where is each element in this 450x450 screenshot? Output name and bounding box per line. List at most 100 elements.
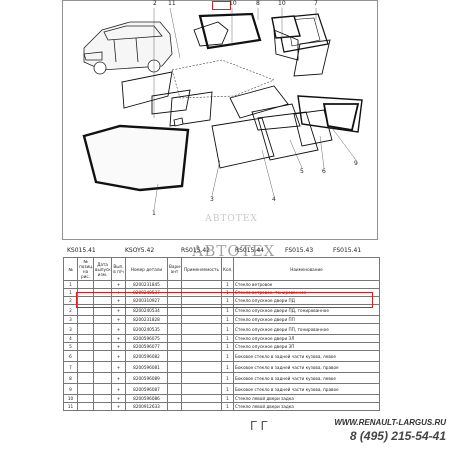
highlighted-rows bbox=[76, 292, 373, 308]
table-cell: + bbox=[111, 372, 126, 384]
part-number-cell: 8200596087 bbox=[125, 383, 168, 395]
table-cell bbox=[77, 342, 94, 351]
table-cell: 1 bbox=[221, 342, 234, 351]
model-code: RS015.42 bbox=[181, 247, 210, 254]
table-cell bbox=[181, 383, 222, 395]
table-cell bbox=[77, 315, 94, 324]
column-header: Применяемость bbox=[181, 257, 222, 281]
table-cell bbox=[93, 315, 112, 324]
table-cell bbox=[181, 361, 222, 373]
part-name-cell: Боковое стекло в задней части кузова, ле… bbox=[233, 372, 380, 384]
table-cell: + bbox=[111, 315, 126, 324]
highlighted-callout bbox=[212, 1, 231, 10]
table-cell bbox=[181, 402, 222, 411]
part-number-cell: 8200231845 bbox=[125, 280, 168, 289]
table-cell: + bbox=[111, 334, 126, 343]
table-cell bbox=[167, 315, 182, 324]
watermark-text: АВТОТЕХ bbox=[205, 214, 258, 224]
table-cell bbox=[181, 394, 222, 403]
table-cell bbox=[181, 280, 222, 289]
table-cell bbox=[167, 323, 182, 335]
table-cell: 9 bbox=[63, 383, 78, 395]
table-cell bbox=[167, 394, 182, 403]
table-cell bbox=[77, 334, 94, 343]
table-cell bbox=[167, 372, 182, 384]
part-name-cell: Стекло опускное двери ЗП bbox=[233, 342, 380, 351]
table-cell bbox=[93, 323, 112, 335]
column-header: Дата выпуска изм. bbox=[93, 257, 112, 281]
callout-label: 3 bbox=[210, 196, 214, 203]
model-code: FS015.41 bbox=[333, 247, 362, 254]
table-cell bbox=[93, 383, 112, 395]
table-cell: 1 bbox=[221, 383, 234, 395]
table-cell: 11 bbox=[63, 402, 78, 411]
table-cell: 1 bbox=[221, 280, 234, 289]
part-number-cell: 8200596075 bbox=[125, 334, 168, 343]
table-cell: + bbox=[111, 280, 126, 289]
model-code: KS015.41 bbox=[67, 247, 96, 254]
table-cell: 5 bbox=[63, 342, 78, 351]
table-cell bbox=[93, 334, 112, 343]
glass-parts bbox=[82, 12, 363, 192]
callout-label: 9 bbox=[354, 160, 358, 167]
model-code: KSOY5.42 bbox=[125, 247, 155, 254]
table-cell bbox=[181, 334, 222, 343]
column-header: № bbox=[63, 257, 78, 281]
table-cell bbox=[181, 350, 222, 362]
table-cell: 3 bbox=[63, 323, 78, 335]
table-cell bbox=[167, 402, 182, 411]
table-cell: 1 bbox=[221, 394, 234, 403]
table-cell bbox=[93, 361, 112, 373]
parts-table: № № позиц. на рис. Дата выпуска изм. Вып… bbox=[63, 257, 380, 411]
table-cell: 8 bbox=[63, 372, 78, 384]
table-cell bbox=[77, 383, 94, 395]
callout-label: 4 bbox=[272, 196, 276, 203]
part-number-cell: 8200240535 bbox=[125, 323, 168, 335]
callout-label: 6 bbox=[322, 168, 326, 175]
table-cell: 4 bbox=[63, 334, 78, 343]
table-cell bbox=[181, 315, 222, 324]
model-codes: KS015.41 KSOY5.42 RS015.42 RS015.44 FS01… bbox=[63, 244, 379, 256]
table-cell: 1 bbox=[221, 334, 234, 343]
callout-label: 2 bbox=[153, 0, 157, 7]
column-header: Кол. bbox=[221, 257, 234, 281]
part-number-cell: 8200912633 bbox=[125, 402, 168, 411]
table-cell bbox=[167, 280, 182, 289]
table-cell: 7 bbox=[63, 361, 78, 373]
table-cell bbox=[77, 361, 94, 373]
table-cell: 3 bbox=[63, 315, 78, 324]
callout-label: 11 bbox=[168, 0, 176, 7]
part-name-cell: Стекло левой двери задка bbox=[233, 402, 380, 411]
table-cell bbox=[167, 334, 182, 343]
phone-number: 8 (495) 215-54-41 bbox=[349, 429, 446, 443]
part-name-cell: Стекло опускное двери ЗЛ bbox=[233, 334, 380, 343]
table-cell: 1 bbox=[221, 402, 234, 411]
part-name-cell: Стекло опускное двери ПП, тонированное bbox=[233, 323, 380, 335]
table-cell bbox=[167, 342, 182, 351]
table-cell: + bbox=[111, 361, 126, 373]
table-cell: 1 bbox=[221, 323, 234, 335]
part-name-cell: Боковое стекло в задней части кузова, ле… bbox=[233, 350, 380, 362]
column-header: Вып. в п/ч bbox=[111, 257, 126, 281]
table-cell bbox=[77, 394, 94, 403]
callout-label: 1 bbox=[152, 210, 156, 217]
glass-diagram: 2 11 10 8 7 10 9 5 4 3 1 6 bbox=[62, 0, 378, 240]
table-cell bbox=[93, 280, 112, 289]
table-cell bbox=[181, 323, 222, 335]
part-number-cell: 8200596081 bbox=[125, 361, 168, 373]
model-code: FS015.43 bbox=[285, 247, 314, 254]
table-cell: 1 bbox=[221, 372, 234, 384]
callout-label: 5 bbox=[300, 168, 304, 175]
site-url[interactable]: WWW.RENAULT-LARGUS.RU bbox=[334, 418, 446, 427]
part-number-cell: 8200596089 bbox=[125, 372, 168, 384]
table-cell bbox=[93, 402, 112, 411]
